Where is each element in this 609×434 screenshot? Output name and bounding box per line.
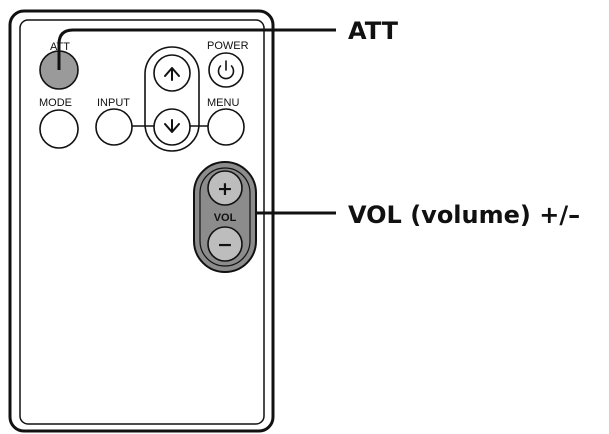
arrow-up-icon [164, 67, 180, 81]
menu-button[interactable] [207, 108, 245, 146]
volume-down-button[interactable] [207, 226, 243, 262]
down-button[interactable] [153, 108, 191, 146]
power-button-label: POWER [207, 40, 249, 52]
volume-up-button[interactable] [207, 170, 243, 206]
vol-label: VOL [214, 212, 237, 224]
remote-body [8, 9, 275, 433]
menu-button-label: MENU [207, 97, 239, 109]
att-callout-line [57, 28, 336, 70]
power-button[interactable] [208, 52, 244, 88]
att-callout-label: ATT [348, 17, 399, 45]
volume-callout-label: VOL (volume) +/– [348, 201, 580, 229]
volume-plus-label: + [217, 178, 233, 200]
input-button[interactable] [95, 108, 133, 146]
mode-button[interactable] [39, 109, 79, 149]
up-button[interactable] [153, 54, 191, 92]
volume-minus-label: − [217, 234, 233, 256]
mode-button-label: MODE [39, 97, 72, 109]
power-icon [217, 60, 235, 80]
arrow-down-icon [164, 119, 180, 133]
input-button-label: INPUT [97, 97, 130, 109]
